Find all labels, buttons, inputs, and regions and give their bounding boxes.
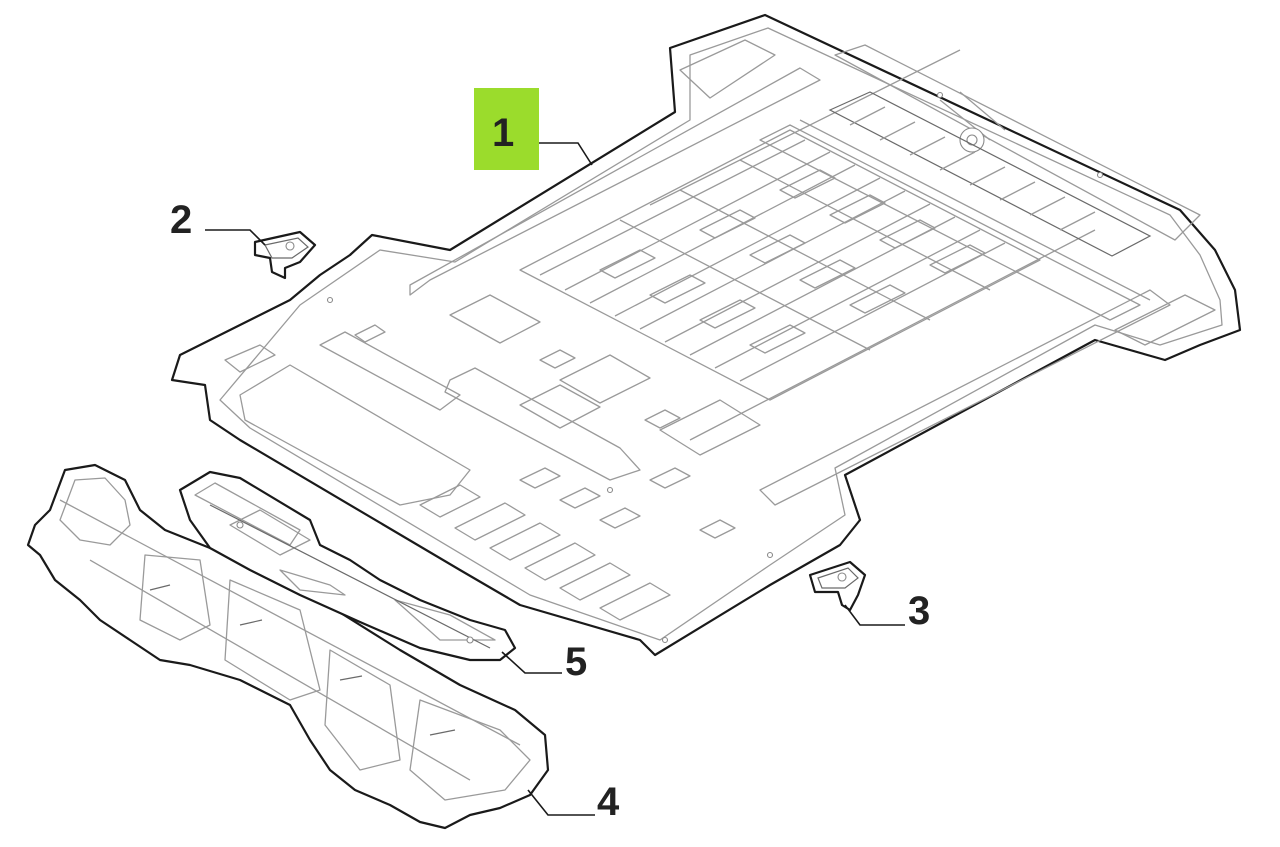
leader-line-5 [501,651,562,674]
callout-5-label[interactable]: 5 [565,640,587,684]
part-4-rear-cross-member[interactable] [26,463,550,830]
callout-3-label[interactable]: 3 [908,589,930,633]
floor-rib-grid [519,91,1152,401]
part-1-floor-panel[interactable] [170,13,1242,657]
leader-lines [205,142,905,816]
leader-line-1 [538,142,593,166]
part-3-bracket[interactable] [808,560,867,612]
leader-line-2 [205,229,266,246]
leader-line-3 [844,604,905,626]
callout-1-highlight [474,88,539,170]
callout-2-label[interactable]: 2 [170,198,192,242]
leader-line-4 [527,789,595,816]
floor-front-slots [419,467,736,621]
part-2-bracket[interactable] [253,230,317,280]
callout-1-label[interactable]: 1 [492,111,514,155]
part-5-cross-beam[interactable] [178,470,517,662]
callouts: 1 2 3 4 5 [170,88,930,824]
callout-4-label[interactable]: 4 [597,780,620,824]
